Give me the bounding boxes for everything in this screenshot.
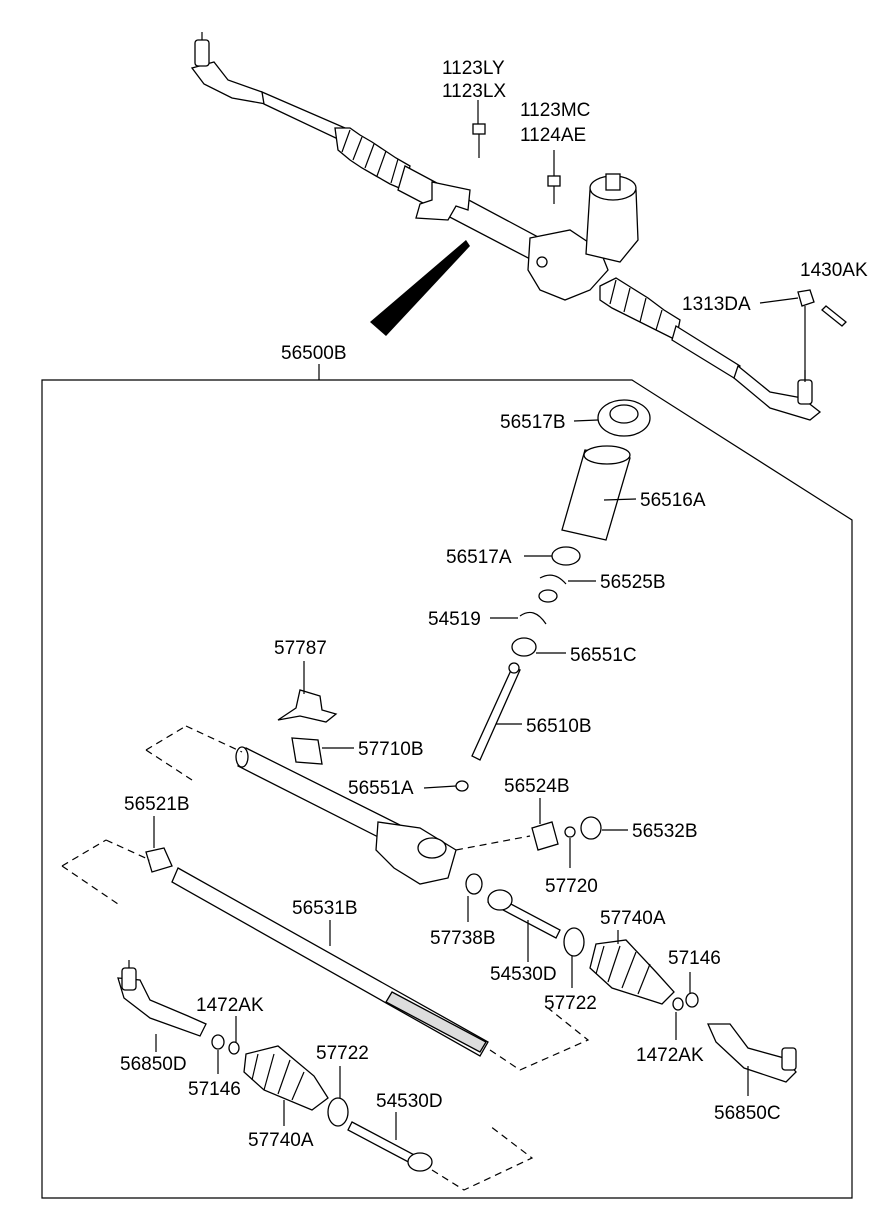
label-1123mc: 1123MC: [520, 100, 590, 121]
label-57740a-left: 57740A: [248, 1130, 314, 1151]
label-1472ak-left: 1472AK: [196, 995, 264, 1016]
label-57720: 57720: [545, 876, 598, 897]
part-labels: 1123LY 1123LX 1123MC 1124AE 1430AK 1313D…: [120, 58, 868, 1151]
label-56500b: 56500B: [281, 343, 347, 364]
label-56850d: 56850D: [120, 1054, 187, 1075]
label-56532b: 56532B: [632, 821, 698, 842]
leader-lines: [153, 100, 799, 1140]
label-1123ly: 1123LY: [442, 58, 505, 79]
label-54519: 54519: [428, 609, 481, 630]
label-56517b: 56517B: [500, 412, 566, 433]
exploded-view-frame: [41, 379, 853, 1199]
label-56525b: 56525B: [600, 572, 666, 593]
label-57722-left: 57722: [316, 1043, 369, 1064]
complete-rack-assembly: [190, 32, 847, 421]
label-56516a: 56516A: [640, 490, 706, 511]
label-56524b: 56524B: [504, 776, 570, 797]
exploded-parts: [117, 399, 797, 1172]
label-57146-right: 57146: [668, 948, 721, 969]
assembly-arrow: [370, 240, 470, 336]
label-1430ak: 1430AK: [800, 260, 868, 281]
label-57710b: 57710B: [358, 739, 424, 760]
label-1313da: 1313DA: [682, 294, 751, 315]
label-57787: 57787: [274, 638, 327, 659]
label-56551c: 56551C: [570, 645, 637, 666]
label-56531b: 56531B: [292, 898, 358, 919]
label-1472ak-right: 1472AK: [636, 1045, 704, 1066]
label-57146-left: 57146: [188, 1079, 241, 1100]
label-56521b: 56521B: [124, 794, 190, 815]
dashed-guides: [61, 725, 590, 1191]
label-57738b: 57738B: [430, 928, 496, 949]
label-56850c: 56850C: [714, 1103, 781, 1124]
label-56551a: 56551A: [348, 778, 414, 799]
label-1124ae: 1124AE: [520, 125, 586, 146]
label-54530d-mid: 54530D: [490, 964, 557, 985]
label-56510b: 56510B: [526, 716, 592, 737]
label-57740a-right: 57740A: [600, 908, 666, 929]
label-57722-mid: 57722: [544, 993, 597, 1014]
label-56517a: 56517A: [446, 547, 512, 568]
label-1123lx: 1123LX: [442, 81, 506, 102]
label-54530d-left: 54530D: [376, 1091, 443, 1112]
